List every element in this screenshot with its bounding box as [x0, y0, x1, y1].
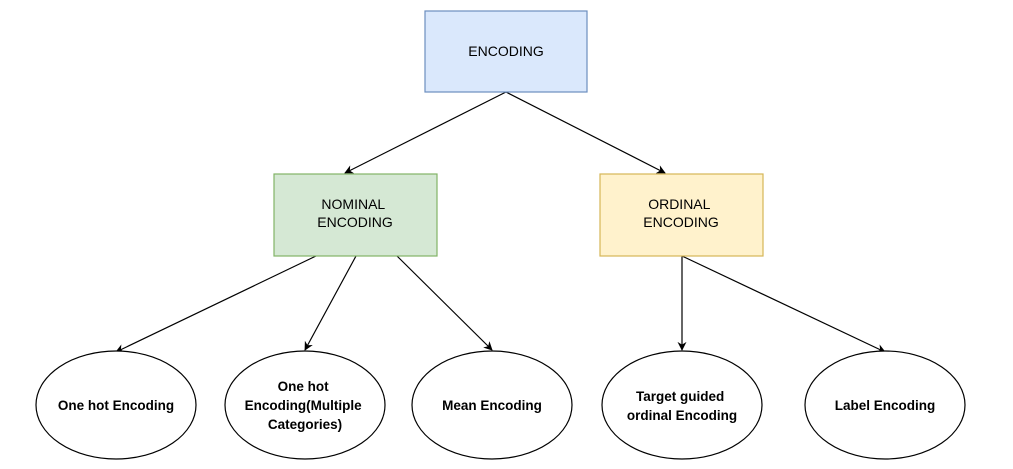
edges [115, 91, 886, 353]
node-mean-encoding: Mean Encoding [411, 350, 573, 460]
node-one-hot-encoding-ellipse [35, 350, 197, 460]
node-mean-line-1: Mean Encoding [442, 398, 542, 413]
node-ordinal-encoding-box [599, 173, 764, 257]
edge-root-to-nominal [344, 91, 507, 174]
node-ordinal-encoding: ORDINAL ENCODING [599, 173, 764, 257]
edge-nominal-to-one-hot [115, 255, 317, 353]
node-target-guided-encoding-label: Target guided ordinal Encoding [627, 389, 737, 423]
node-one-hot-multi-line-1: One hot [278, 379, 329, 394]
node-one-hot-multiple-encoding-ellipse [224, 350, 386, 460]
node-target-guided-line-2: ordinal Encoding [627, 408, 737, 423]
node-nominal-line-1: NOMINAL [321, 196, 385, 212]
node-one-hot-multi-line-3: Categories) [268, 417, 342, 432]
node-encoding-label: ENCODING [468, 43, 543, 59]
node-ordinal-line-2: ENCODING [643, 214, 718, 230]
edge-nominal-to-mean [396, 255, 493, 351]
node-label-encoding: Label Encoding [804, 350, 966, 460]
node-nominal-encoding: NOMINAL ENCODING [273, 173, 438, 257]
node-one-hot-multi-line-2: Encoding(Multiple [245, 398, 362, 413]
edge-root-to-ordinal [505, 91, 666, 174]
node-mean-encoding-ellipse [411, 350, 573, 460]
node-one-hot-multiple-encoding-label: One hot Encoding(Multiple Categories) [245, 379, 366, 432]
node-one-hot-encoding-label: One hot Encoding [58, 398, 174, 413]
node-encoding: ENCODING [424, 10, 588, 93]
node-label-line-1: Label Encoding [835, 398, 936, 413]
node-label-encoding-ellipse [804, 350, 966, 460]
node-nominal-line-2: ENCODING [317, 214, 392, 230]
node-nominal-encoding-label: NOMINAL ENCODING [317, 196, 392, 230]
node-label-encoding-label: Label Encoding [835, 398, 936, 413]
node-one-hot-multiple-encoding: One hot Encoding(Multiple Categories) [224, 350, 386, 460]
node-ordinal-line-1: ORDINAL [648, 196, 710, 212]
node-one-hot-encoding: One hot Encoding [35, 350, 197, 460]
edge-ordinal-to-label [681, 255, 886, 353]
node-one-hot-line-1: One hot Encoding [58, 398, 174, 413]
node-nominal-encoding-box [273, 173, 438, 257]
node-target-guided-line-1: Target guided [636, 389, 724, 404]
node-encoding-box [424, 10, 588, 93]
node-target-guided-encoding: Target guided ordinal Encoding [601, 350, 763, 460]
node-mean-encoding-label: Mean Encoding [442, 398, 542, 413]
node-ordinal-encoding-label: ORDINAL ENCODING [643, 196, 718, 230]
node-target-guided-encoding-ellipse [601, 350, 763, 460]
edge-nominal-to-one-hot-multi [304, 255, 357, 351]
